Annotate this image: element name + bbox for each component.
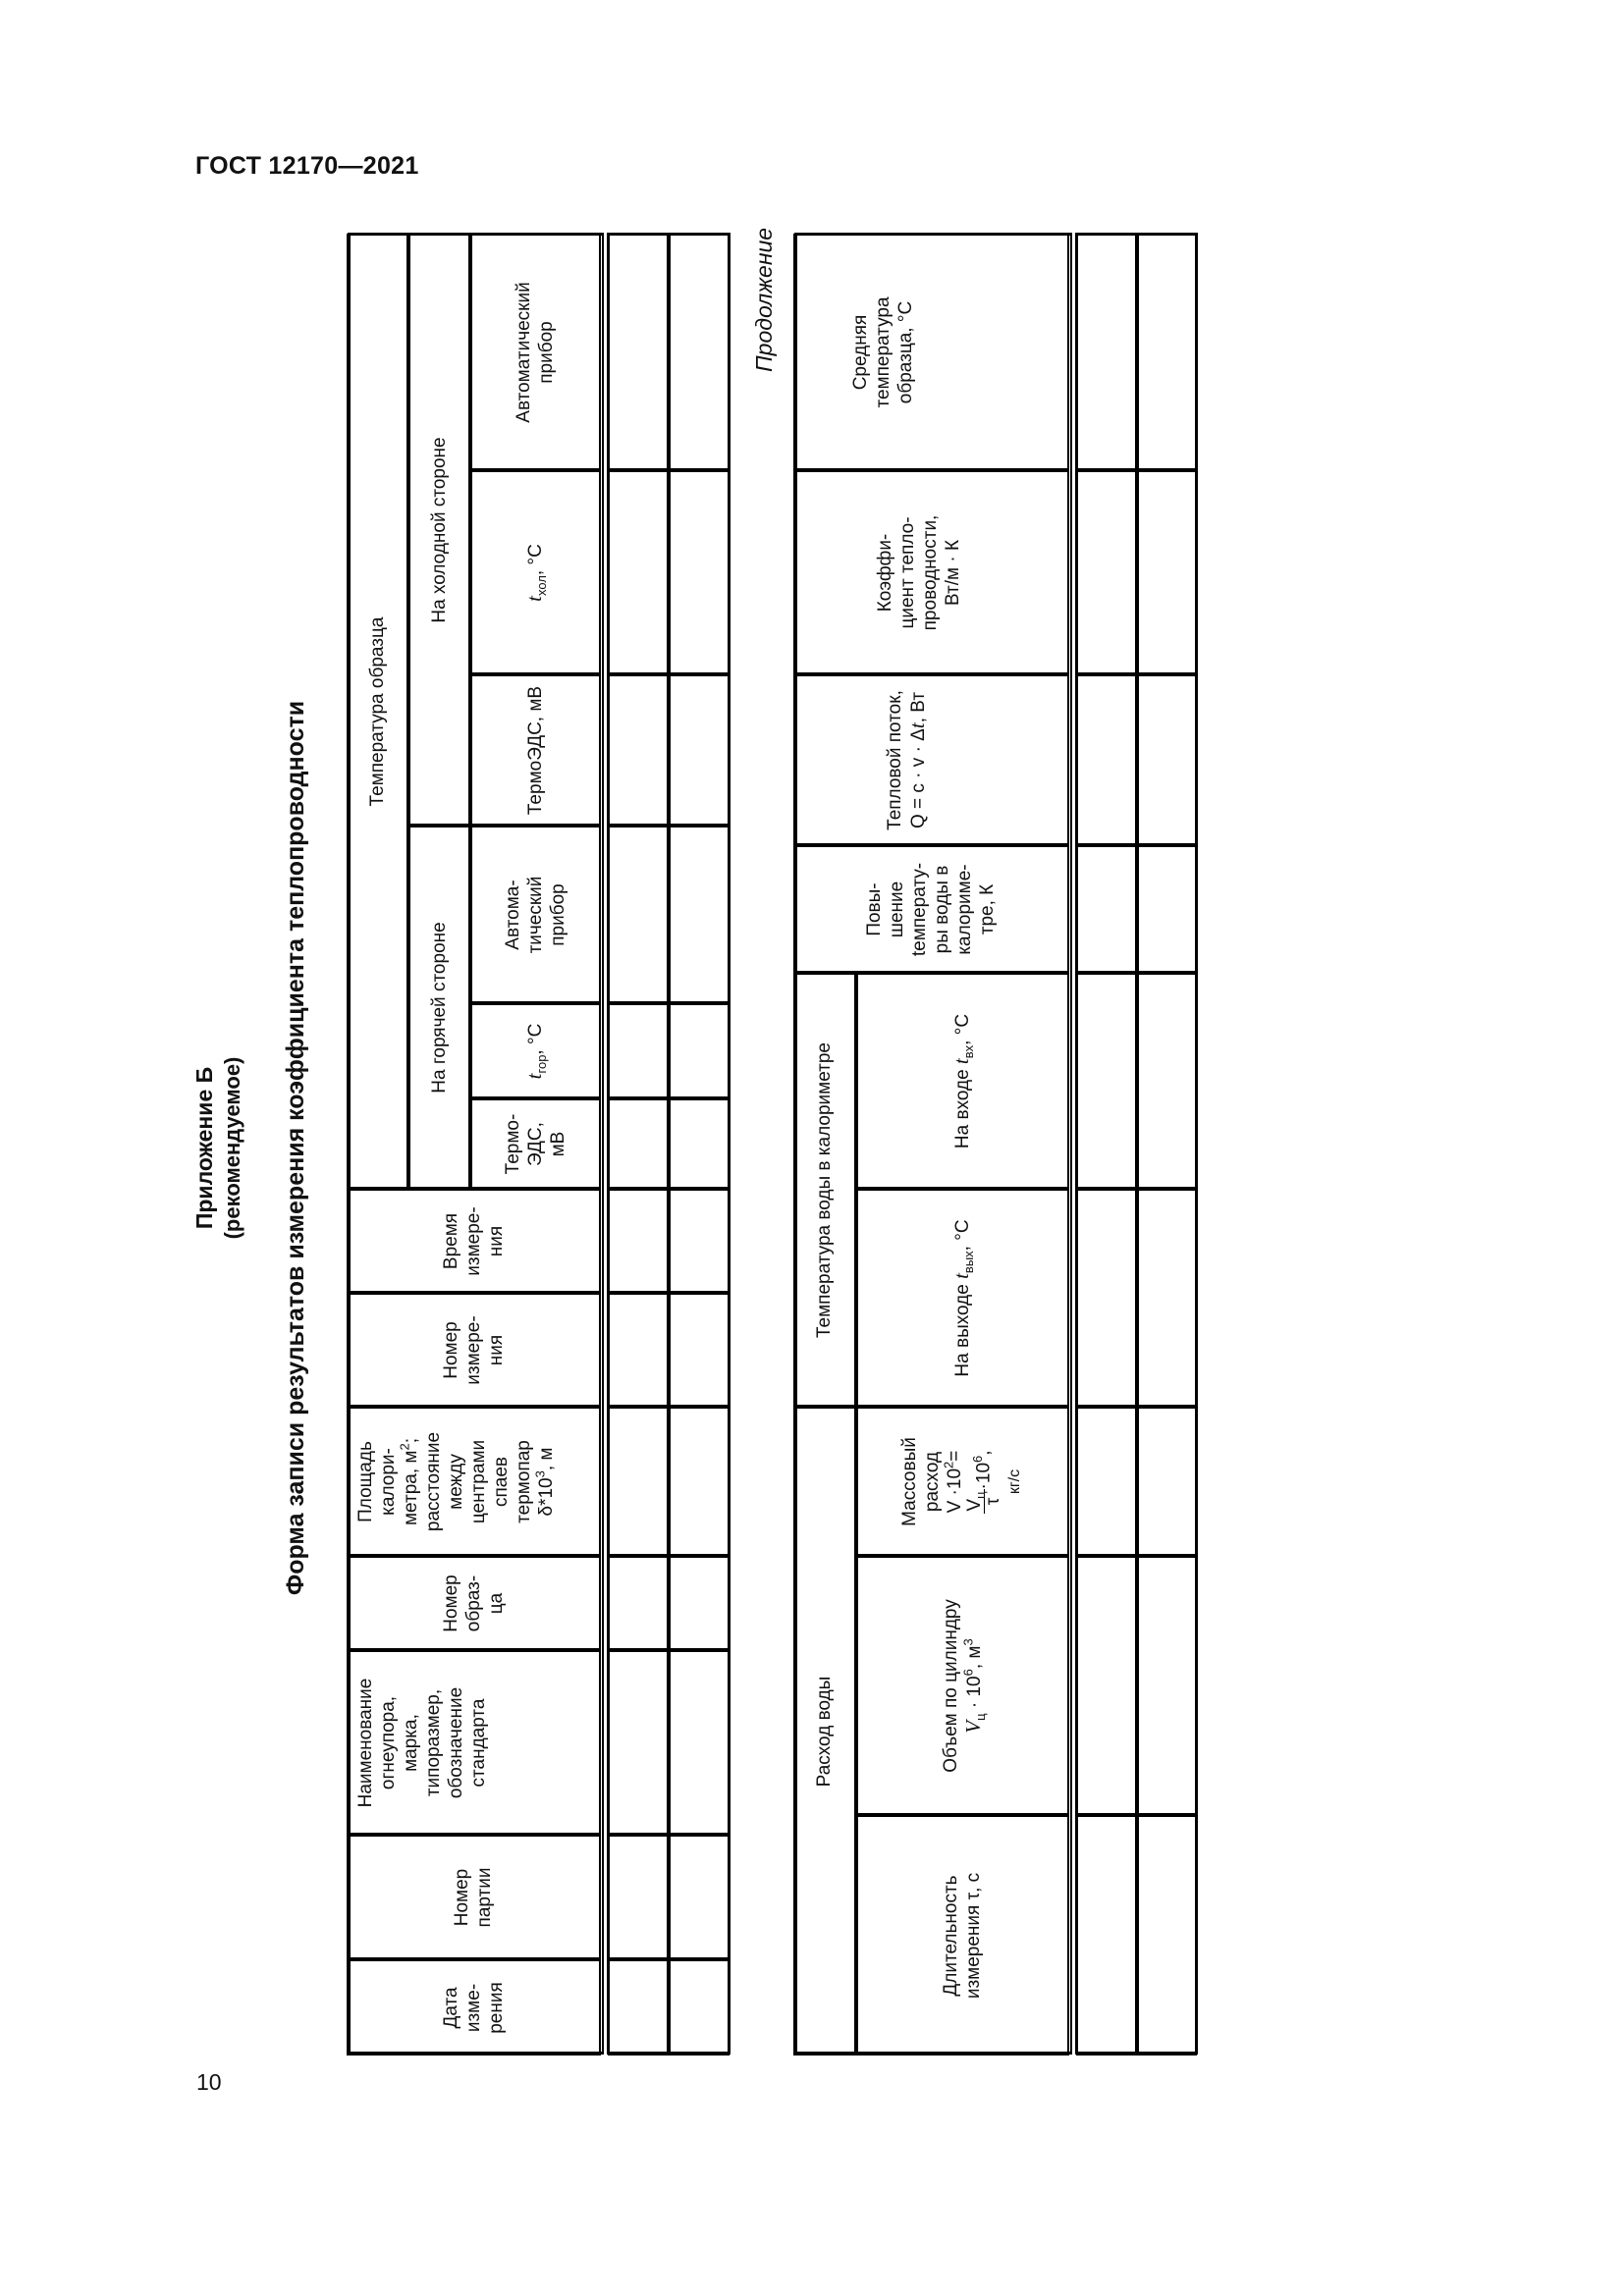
table-cell[interactable]: [1075, 674, 1137, 846]
table-cell[interactable]: [1075, 470, 1137, 675]
table-cell[interactable]: [1136, 470, 1197, 675]
table-cell[interactable]: [1136, 1407, 1197, 1557]
table-cell[interactable]: [607, 1556, 669, 1651]
header-sample-number: Номер образ- ца: [346, 1556, 601, 1651]
header-water-temperature-rise: Повы- шение tемперату- ры воды в калорим…: [792, 845, 1069, 974]
header-hot-auto-device: Автома- тический прибор: [469, 826, 601, 1004]
table-cell[interactable]: [607, 234, 669, 471]
table-cell[interactable]: [668, 826, 730, 1004]
table-cell[interactable]: [1075, 845, 1137, 974]
header-measurement-number: Номер измере- ния: [346, 1293, 601, 1408]
table-cell[interactable]: [1075, 1189, 1137, 1408]
header-calorimeter-area: Площадь калори- метра, м2; расстояние ме…: [346, 1407, 601, 1557]
document-code: ГОСТ 12170—2021: [195, 152, 419, 180]
page-number: 10: [196, 2069, 222, 2095]
appendix-title: Приложение Б: [191, 1066, 217, 1230]
table-cell[interactable]: [668, 1189, 730, 1294]
table-cell[interactable]: [1136, 674, 1197, 846]
table-cell[interactable]: [668, 1835, 730, 1960]
table-cell[interactable]: [668, 1098, 730, 1190]
appendix-status: (рекомендуемое): [220, 1056, 244, 1240]
header-sample-temperature: Температура образца: [346, 234, 408, 1190]
table-cell[interactable]: [668, 1293, 730, 1408]
table-cell[interactable]: [1136, 973, 1197, 1190]
table-cell[interactable]: [607, 1835, 669, 1960]
table-cell[interactable]: [1136, 845, 1197, 974]
form-title: Форма записи результатов измерения коэфф…: [282, 700, 309, 1596]
table-cell[interactable]: [607, 1959, 669, 2056]
table-cell[interactable]: [1075, 234, 1137, 471]
table-cell[interactable]: [607, 674, 669, 827]
table-cell[interactable]: [607, 470, 669, 675]
table-cell[interactable]: [668, 234, 730, 471]
header-refractory-name: Наименование огнеупора, марка, типоразме…: [346, 1650, 601, 1836]
header-cold-auto-device: Автоматический прибор: [469, 234, 601, 471]
table-cell[interactable]: [668, 1407, 730, 1557]
header-measurement-date: Дата изме- рения: [346, 1959, 601, 2056]
table-cell[interactable]: [668, 1556, 730, 1651]
table-cell[interactable]: [668, 1003, 730, 1099]
header-outlet-temperature: На выходе tвых, °С: [855, 1189, 1069, 1408]
header-water-flow: Расход воды: [792, 1407, 856, 2056]
table-cell[interactable]: [1136, 1815, 1197, 2056]
table-cell[interactable]: [1136, 1556, 1197, 1816]
table-cell[interactable]: [607, 1098, 669, 1190]
table-cell[interactable]: [607, 1003, 669, 1099]
table-cell[interactable]: [1075, 1815, 1137, 2056]
table-cell[interactable]: [1075, 1556, 1137, 1816]
header-hot-side: На горячей стороне: [407, 826, 470, 1190]
header-mean-sample-temperature: Средняя температура образца, °С: [792, 234, 1069, 471]
header-batch-number: Номер партии: [346, 1835, 601, 1960]
table-cell[interactable]: [668, 674, 730, 827]
header-hot-thermo-emf: Термо- ЭДС, мВ: [469, 1098, 601, 1190]
table-cell[interactable]: [1136, 234, 1197, 471]
table-cell[interactable]: [607, 1189, 669, 1294]
header-cold-thermo-emf: ТермоЭДС, мВ: [469, 674, 601, 827]
table-cell[interactable]: [607, 1407, 669, 1557]
header-measurement-duration: Длительность измерения τ, с: [855, 1815, 1069, 2056]
header-cold-side: На холодной стороне: [407, 234, 470, 827]
table-cell[interactable]: [607, 1650, 669, 1836]
table-cell[interactable]: [607, 826, 669, 1004]
continuation-label: Продолжение: [751, 227, 777, 372]
table-cell[interactable]: [1075, 1407, 1137, 1557]
header-cold-temperature: tхол, °С: [469, 470, 601, 675]
table-cell[interactable]: [668, 1959, 730, 2056]
header-thermal-conductivity: Коэффи- циент тепло- проводности, Вт/м ·…: [792, 470, 1069, 675]
table-cell[interactable]: [607, 1293, 669, 1408]
header-heat-flow: Тепловой поток, Q = c · v · Δt, Вт: [792, 674, 1069, 846]
header-inlet-temperature: На входе tвх, °С: [855, 973, 1069, 1190]
table-cell[interactable]: [668, 1650, 730, 1836]
table-cell[interactable]: [1075, 973, 1137, 1190]
header-hot-temperature: tгор, °С: [469, 1003, 601, 1099]
header-measurement-time: Время измере- ния: [346, 1189, 601, 1294]
header-water-temperature: Температура воды в калориметре: [792, 973, 856, 1408]
table-cell[interactable]: [668, 470, 730, 675]
table-cell[interactable]: [1136, 1189, 1197, 1408]
